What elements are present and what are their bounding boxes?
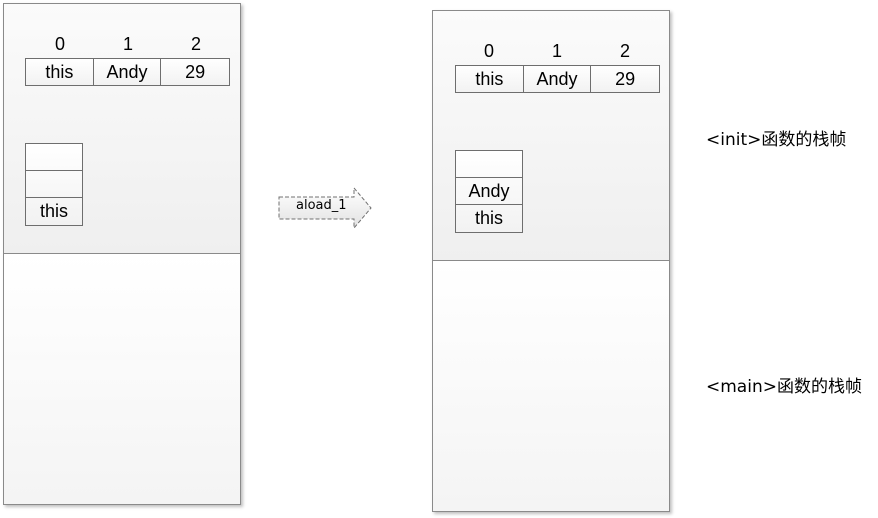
left-main-frame <box>4 254 240 504</box>
stack-slot-middle: Andy <box>456 178 522 205</box>
local-index-2: 2 <box>190 34 201 54</box>
stack-slot-bottom: this <box>39 201 68 221</box>
local-var-1: Andy <box>524 66 592 92</box>
local-index-1: 1 <box>122 34 133 54</box>
local-var-1: Andy <box>94 59 162 85</box>
local-index-0: 0 <box>54 34 65 54</box>
stack-slot-top <box>26 144 82 171</box>
local-var-0: this <box>456 66 524 92</box>
left-init-frame: 0 1 2 this Andy 29 this <box>4 4 240 254</box>
right-stack-panel: 0 1 2 this Andy 29 Andy this <box>432 10 670 512</box>
local-variable-table: this Andy 29 <box>455 65 660 93</box>
local-variable-table: this Andy 29 <box>25 58 230 86</box>
operand-stack: Andy this <box>455 150 523 233</box>
left-stack-panel: 0 1 2 this Andy 29 this <box>3 3 241 505</box>
instruction-label: aload_1 <box>296 198 347 213</box>
local-index-2: 2 <box>619 41 630 61</box>
stack-slot-bottom: this <box>474 208 503 228</box>
instruction-arrow: aload_1 <box>278 186 374 230</box>
stack-slot-top <box>456 151 522 178</box>
init-frame-label: <init>函数的栈帧 <box>706 130 847 150</box>
operand-stack: this <box>25 143 83 226</box>
local-var-0: this <box>26 59 94 85</box>
local-var-2: 29 <box>615 68 636 89</box>
right-main-frame <box>433 261 669 511</box>
arrow-icon <box>278 186 372 230</box>
main-frame-label: <main>函数的栈帧 <box>706 377 862 397</box>
local-index-0: 0 <box>483 41 494 61</box>
stack-slot-middle <box>26 171 82 198</box>
local-index-1: 1 <box>551 41 562 61</box>
right-init-frame: 0 1 2 this Andy 29 Andy this <box>433 11 669 261</box>
local-var-2: 29 <box>185 61 206 82</box>
